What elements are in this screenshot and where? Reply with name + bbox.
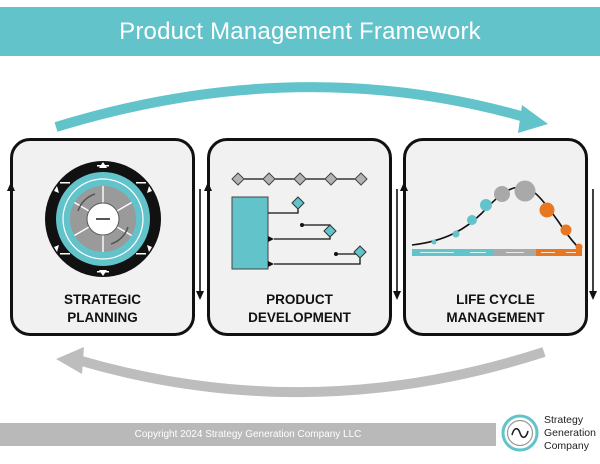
copyright-text: Copyright 2024 Strategy Generation Compa… [134,429,362,440]
top-cycle-arrowhead [518,105,548,133]
bottom-cycle-arrow [76,347,546,398]
wave-in-circle-icon [501,414,539,452]
life-cycle-management-panel: LIFE CYCLE MANAGEMENT [400,138,597,336]
company-logo: Strategy Generation Company [497,411,600,457]
bottom-cycle-arrowhead [56,347,84,374]
footer-bar: Copyright 2024 Strategy Generation Compa… [0,423,496,446]
logo-text: Strategy Generation Company [544,414,596,452]
strategic-planning-wheel-icon [7,161,204,300]
strategic-planning-label: STRATEGIC PLANNING [64,292,141,325]
top-cycle-arrow [54,82,530,132]
strategic-planning-panel: STRATEGIC PLANNING [7,138,204,336]
stage-gate-process-icon [204,172,401,300]
life-cycle-management-label: LIFE CYCLE MANAGEMENT [446,292,545,325]
title-banner: Product Management Framework [0,7,600,56]
product-development-panel: PRODUCT DEVELOPMENT [204,138,401,336]
page-title: Product Management Framework [119,17,481,45]
product-development-label: PRODUCT DEVELOPMENT [248,292,351,325]
product-life-cycle-curve-icon [400,180,597,300]
